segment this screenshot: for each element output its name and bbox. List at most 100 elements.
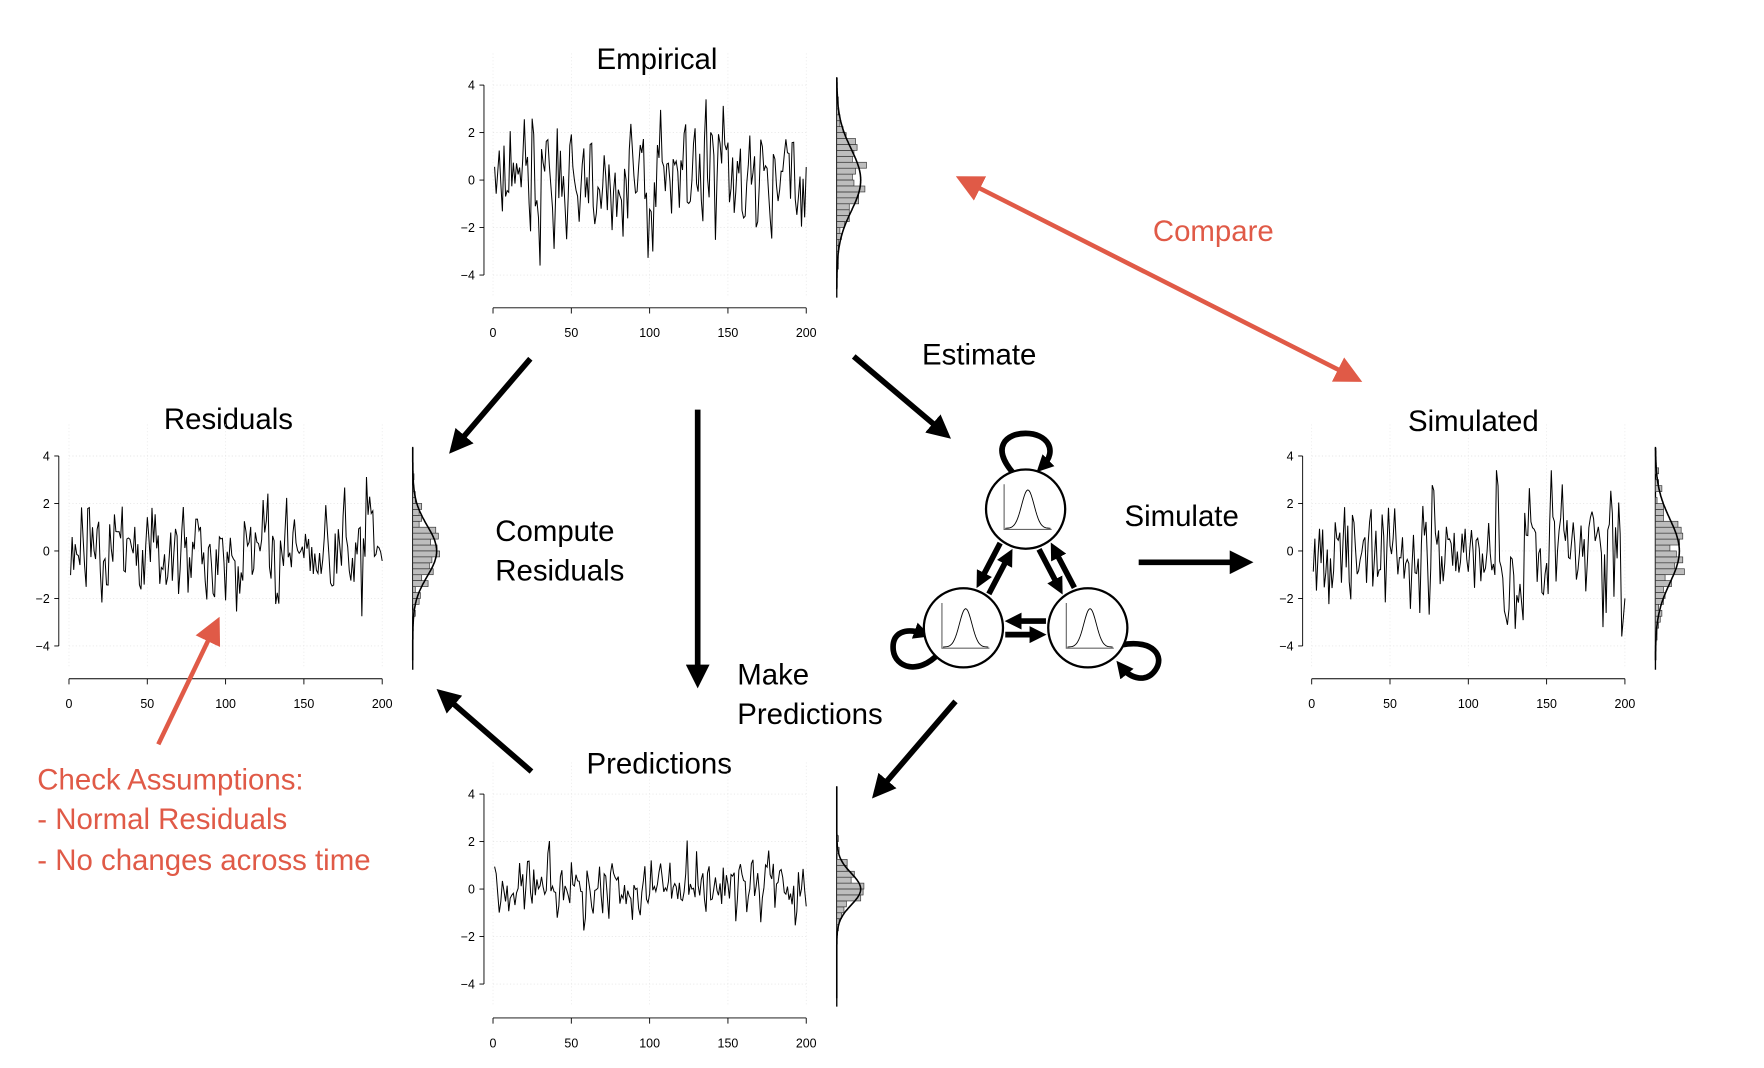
histogram-bar (1655, 538, 1680, 546)
histogram-bar (1655, 526, 1682, 534)
histogram-bar (1655, 532, 1684, 540)
y-tick-label: 2 (468, 835, 475, 849)
y-tick-label: −2 (461, 930, 475, 944)
network-node (1047, 587, 1129, 669)
histogram-bar (1655, 586, 1664, 593)
x-tick-label: 50 (140, 697, 154, 711)
estimate-label: Estimate (922, 338, 1036, 371)
y-tick-label: 4 (43, 449, 50, 463)
histogram-bar (836, 221, 845, 228)
y-tick-label: −2 (461, 221, 475, 235)
x-tick-label: 150 (718, 1036, 739, 1050)
histogram-bar (412, 509, 420, 516)
histogram-bar (412, 520, 420, 528)
normal-density-curve (1654, 447, 1681, 661)
histogram-bar (412, 526, 437, 534)
x-tick-label: 150 (718, 326, 739, 340)
normal-density-curve (835, 77, 862, 290)
residuals-title: Residuals (164, 403, 293, 436)
make-label-line2: Predictions (737, 698, 882, 731)
x-tick-label: 0 (66, 697, 73, 711)
histogram-bar (836, 900, 847, 908)
empirical-title: Empirical (597, 43, 718, 76)
histogram-bar (836, 167, 856, 175)
histogram-bar (1655, 503, 1664, 510)
histogram-bar (836, 239, 839, 246)
histogram-bar (412, 538, 431, 546)
histogram-bar (836, 155, 853, 163)
y-tick-label: −4 (461, 269, 475, 283)
check-assumptions-arrow (156, 616, 221, 746)
histogram-bar (412, 586, 416, 593)
y-tick-label: −4 (1279, 639, 1293, 653)
x-tick-label: 0 (490, 1036, 497, 1050)
x-tick-label: 100 (639, 1036, 660, 1050)
histogram-bar (412, 544, 438, 552)
histogram-bar (836, 906, 845, 914)
histogram-bar (412, 556, 433, 564)
network-node (922, 587, 1005, 669)
histogram-bar (836, 191, 859, 199)
histogram-bar (412, 515, 423, 522)
simulated-title: Simulated (1408, 405, 1539, 438)
histogram-bar (1655, 562, 1676, 570)
mini-axes (941, 602, 990, 649)
histogram-bar (836, 120, 841, 127)
arrow-model-to-predictions (872, 699, 958, 799)
compare-double-arrow (955, 176, 1363, 382)
histogram-bar (1655, 550, 1677, 558)
histogram-bar (1655, 520, 1679, 528)
y-tick-label: −4 (36, 639, 50, 653)
histogram-bar (412, 574, 423, 581)
check-assumptions-line2: - Normal Residuals (37, 803, 287, 836)
y-tick-label: 0 (468, 174, 475, 188)
network-edge (986, 548, 1013, 596)
histogram-bar (1655, 574, 1666, 581)
x-tick-label: 0 (1308, 697, 1315, 711)
x-tick-label: 50 (564, 1036, 578, 1050)
network-model (890, 430, 1162, 681)
histogram-bar (1655, 544, 1671, 552)
histogram-bar (836, 144, 858, 151)
check-assumptions-line3: - No changes across time (37, 844, 370, 877)
normal-curve-icon (1067, 608, 1113, 648)
x-tick-label: 200 (372, 697, 393, 711)
predictions-series-line (494, 840, 807, 931)
compute-label-line2: Residuals (495, 554, 624, 587)
mini-axes (1065, 602, 1114, 649)
x-tick-label: 200 (796, 326, 817, 340)
x-tick-label: 200 (796, 1036, 817, 1050)
y-tick-label: 2 (1287, 497, 1294, 511)
histogram-bar (1655, 515, 1664, 522)
histogram-bar (836, 179, 855, 187)
simulate-label: Simulate (1124, 500, 1238, 533)
x-tick-label: 150 (294, 697, 315, 711)
histogram-bar (836, 894, 862, 902)
y-tick-label: −2 (36, 592, 50, 606)
normal-curve-icon (943, 608, 989, 648)
x-tick-label: 50 (1383, 697, 1397, 711)
y-tick-label: 4 (468, 788, 475, 802)
y-tick-label: 0 (43, 544, 50, 558)
predictions-title: Predictions (587, 748, 732, 781)
histogram-bar (836, 150, 855, 157)
y-tick-label: 4 (468, 79, 475, 93)
histogram-bar (412, 562, 430, 570)
network-edge (976, 541, 1003, 589)
arrow-empirical-to-model (851, 354, 951, 439)
histogram-bar (836, 227, 841, 234)
self-loop (1116, 640, 1162, 681)
x-tick-label: 100 (215, 697, 236, 711)
y-tick-label: −2 (1279, 592, 1293, 606)
network-edge (1050, 542, 1077, 589)
empirical-series-line (494, 99, 807, 266)
y-tick-label: 0 (468, 883, 475, 897)
compare-label: Compare (1153, 215, 1274, 248)
network-node (984, 468, 1067, 550)
x-tick-label: 150 (1536, 697, 1557, 711)
x-tick-label: 200 (1615, 697, 1636, 711)
histogram-bar (836, 876, 852, 884)
